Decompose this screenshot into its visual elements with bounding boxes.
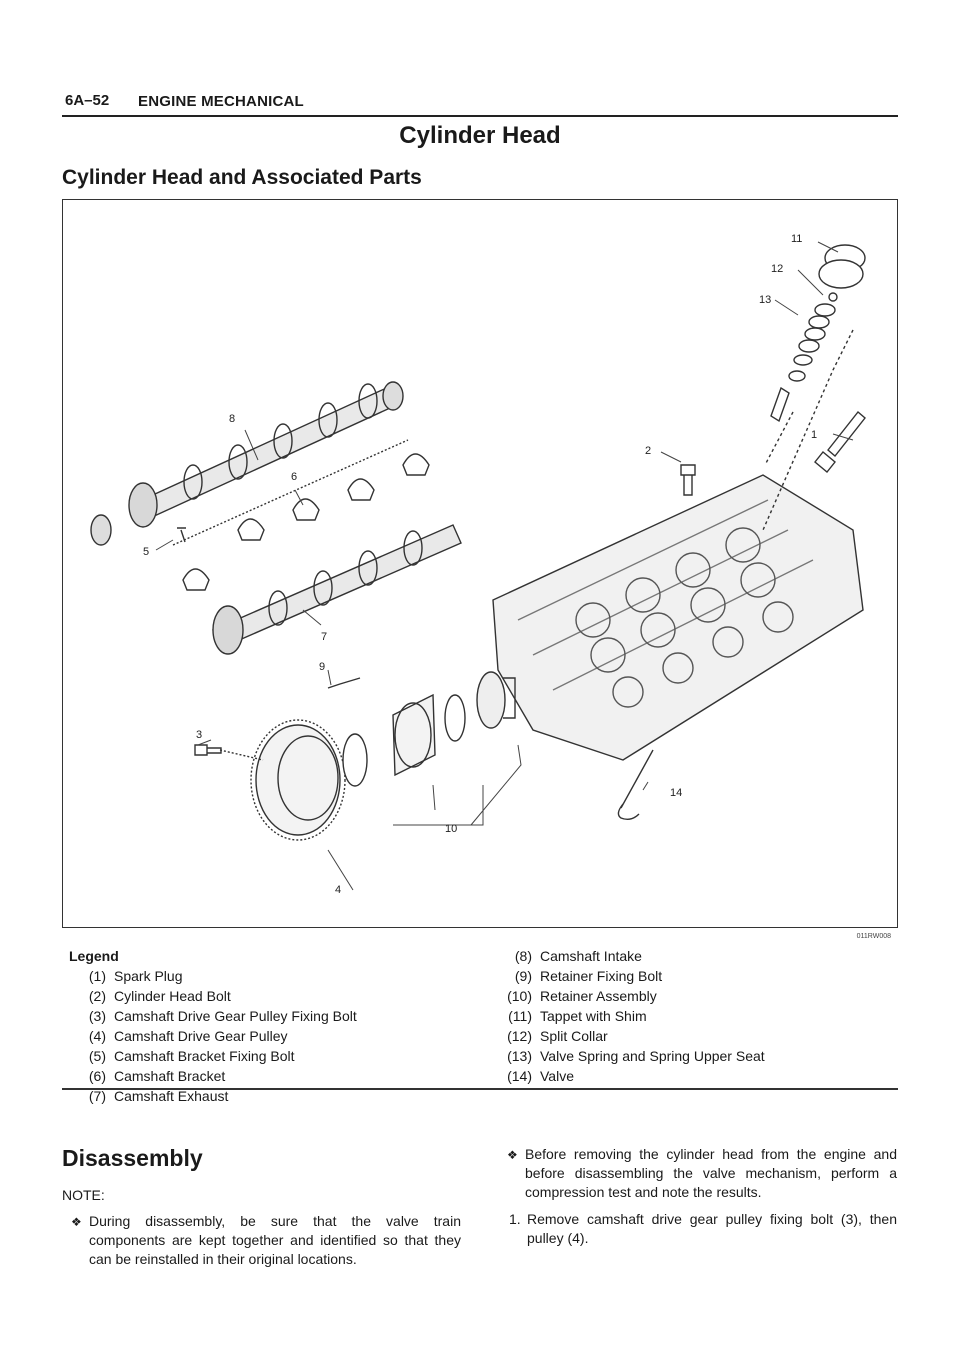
intake-front-plug	[90, 514, 112, 546]
retainer-washer	[342, 733, 368, 787]
legend-item: (14)Valve	[507, 1068, 574, 1084]
legend-item: (6)Camshaft Bracket	[88, 1068, 226, 1084]
callout-11: 11	[791, 233, 802, 245]
split-collar	[828, 292, 838, 302]
retainer-fixing-bolt	[327, 677, 361, 689]
bullet-icon: ❖	[507, 1148, 518, 1162]
note-bullet: ❖ During disassembly, be sure that the v…	[71, 1212, 461, 1269]
legend-item: (4)Camshaft Drive Gear Pulley	[88, 1028, 288, 1044]
legend-heading: Legend	[69, 948, 119, 964]
callout-14: 14	[670, 787, 682, 799]
spark-plug	[814, 410, 866, 473]
legend-item: (11)Tappet with Shim	[508, 1008, 647, 1024]
section-subtitle: Cylinder Head and Associated Parts	[62, 166, 422, 189]
callout-8: 8	[229, 413, 235, 425]
valve-spring-assembly	[770, 303, 836, 423]
page-title: Cylinder Head	[399, 122, 561, 149]
callout-5: 5	[143, 546, 149, 558]
intake-camshaft	[128, 383, 402, 528]
legend-rule	[62, 1088, 898, 1090]
valve	[617, 749, 654, 821]
callout-1: 1	[811, 429, 817, 441]
disassembly-heading: Disassembly	[62, 1145, 203, 1171]
legend-item: (12)Split Collar	[507, 1028, 608, 1044]
retainer-assembly	[392, 693, 436, 777]
callout-7: 7	[321, 631, 327, 643]
valve-ports	[575, 527, 794, 708]
exhaust-camshaft	[212, 524, 462, 655]
drive-gear-pulley	[250, 719, 346, 841]
legend-item: (9)Retainer Fixing Bolt	[514, 968, 663, 984]
retainer-o-ring	[444, 694, 466, 742]
bracket-fixing-bolt	[177, 527, 186, 543]
callout-3: 3	[196, 729, 202, 741]
callout-6: 6	[291, 471, 297, 483]
callout-12: 12	[771, 263, 783, 275]
bullet-icon: ❖	[71, 1215, 82, 1229]
legend-item: (2)Cylinder Head Bolt	[88, 988, 231, 1004]
callout-2: 2	[645, 445, 651, 457]
leader-lines	[155, 241, 854, 891]
compression-test-bullet: ❖ Before removing the cylinder head from…	[507, 1145, 897, 1202]
legend-item: (8)Camshaft Intake	[514, 948, 642, 964]
legend-item: (10)Retainer Assembly	[507, 988, 657, 1004]
note-bullet-text: During disassembly, be sure that the val…	[89, 1213, 461, 1267]
legend-left-column: (1)Spark Plug (2)Cylinder Head Bolt (3)C…	[62, 966, 357, 1106]
pulley-fixing-bolt	[194, 744, 222, 756]
step-number: 1.	[509, 1211, 521, 1227]
legend-right-column: (8)Camshaft Intake (9)Retainer Fixing Bo…	[496, 946, 765, 1086]
section-name: ENGINE MECHANICAL	[138, 93, 304, 110]
legend-item: (5)Camshaft Bracket Fixing Bolt	[88, 1048, 295, 1064]
cylinder-head-block	[492, 474, 864, 761]
exploded-view-drawing: 11 12 13 1 2 8 6 5 7 9 3 14 10 4	[90, 233, 866, 896]
legend-item: (1)Spark Plug	[88, 968, 183, 984]
compression-test-text: Before removing the cylinder head from t…	[525, 1146, 897, 1200]
callout-9: 9	[319, 661, 325, 673]
legend-item: (3)Camshaft Drive Gear Pulley Fixing Bol…	[88, 1008, 357, 1024]
exploded-view-figure: 11 12 13 1 2 8 6 5 7 9 3 14 10 4 011RW00…	[62, 199, 898, 940]
header-rule	[62, 115, 898, 117]
legend-item: (7)Camshaft Exhaust	[88, 1088, 229, 1104]
callout-4: 4	[335, 884, 341, 896]
cylinder-head-bolt	[680, 464, 696, 496]
step-1: 1. Remove camshaft drive gear pulley fix…	[509, 1210, 897, 1248]
note-label: NOTE:	[62, 1187, 105, 1203]
camshaft-brackets	[182, 453, 430, 591]
step-text: Remove camshaft drive gear pulley fixing…	[527, 1211, 897, 1246]
figure-id: 011RW008	[856, 933, 891, 940]
legend-item: (13)Valve Spring and Spring Upper Seat	[507, 1048, 765, 1064]
callout-13: 13	[759, 294, 771, 306]
exhaust-cam-gear	[476, 671, 516, 729]
intake-cam-plug	[382, 381, 404, 411]
page-number: 6A–52	[65, 92, 110, 109]
callout-10: 10	[445, 823, 457, 835]
